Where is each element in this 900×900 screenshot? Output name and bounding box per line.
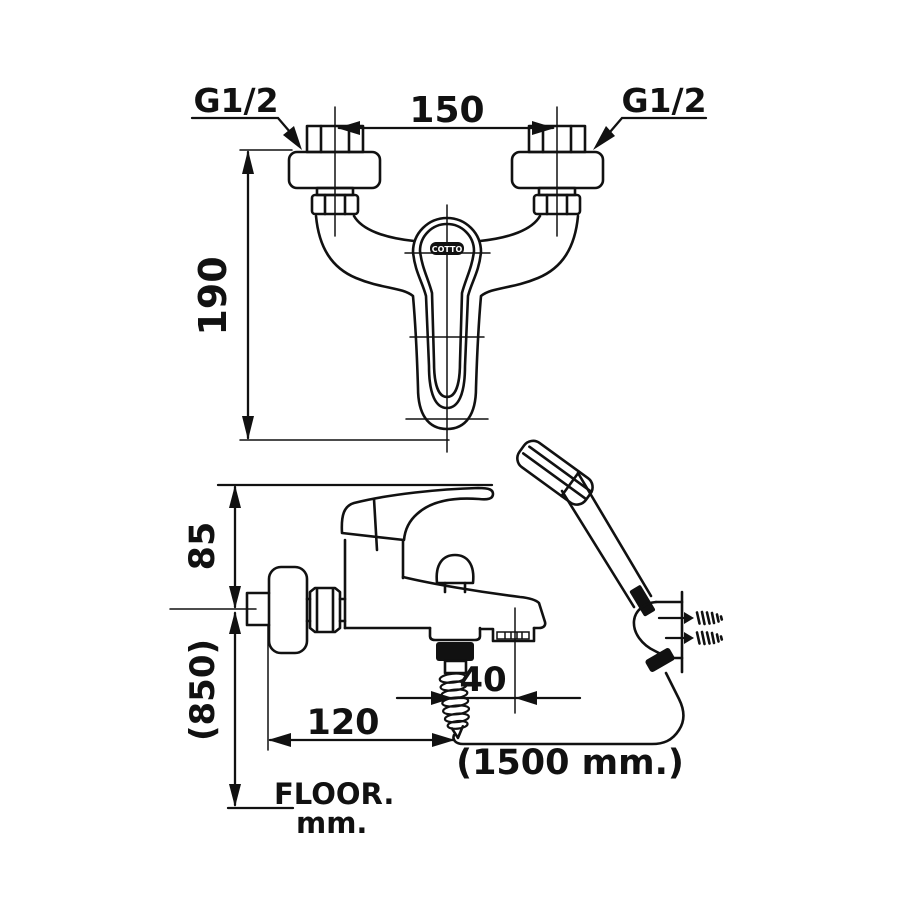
wall-screw-icon-bottom — [664, 630, 724, 646]
floor-label: FLOOR. — [274, 777, 394, 811]
aerator-screen — [496, 631, 530, 640]
wall-pipe-stub — [245, 591, 271, 627]
brand-logo-text: COTTO — [432, 245, 463, 254]
right-lower-hex-facets — [545, 193, 569, 216]
shower-hose — [452, 671, 685, 746]
brand-logo: COTTO — [430, 242, 464, 255]
dim-85-label: 85 — [183, 522, 223, 571]
shower-handle-edge-2 — [560, 489, 636, 609]
body-top-edge-left — [352, 214, 416, 243]
thread-label-left: G1/2 — [190, 81, 302, 150]
dimension-150: 150 — [337, 90, 555, 135]
outlet-adapter — [428, 626, 482, 642]
pipe-segments — [305, 597, 347, 623]
hose-coupling-nut — [645, 648, 675, 672]
wall-escutcheon — [267, 565, 309, 655]
side-hex-nut — [308, 586, 342, 634]
g12-right-text: G1/2 — [621, 81, 706, 120]
hand-shower: (1500 mm.) — [452, 439, 724, 783]
left-lower-hex — [310, 193, 360, 216]
side-hex-facets — [315, 587, 335, 633]
lever-front-edge — [372, 497, 379, 552]
g12-right-leader — [608, 116, 708, 134]
floor-reference: FLOOR. mm. — [226, 777, 394, 840]
hose-length-label: (1500 mm.) — [456, 743, 684, 783]
g12-right-arrow — [593, 126, 615, 150]
dimension-120: 120 — [267, 624, 455, 751]
dimension-85: 85 — [183, 485, 241, 609]
left-lower-hex-facets — [323, 193, 347, 216]
spout-aerator-box — [478, 626, 536, 643]
unit-label: mm. — [296, 806, 367, 840]
g12-left-arrow — [283, 126, 302, 150]
right-wall-union — [510, 124, 605, 216]
dimension-40: 40 — [395, 607, 582, 714]
thread-label-right: G1/2 — [593, 81, 708, 150]
left-wall-union — [287, 124, 382, 216]
dim-190-label: 190 — [191, 256, 235, 335]
side-view: 85 (850) FLOOR. mm. 120 — [169, 483, 582, 840]
dim-850-label: (850) — [183, 639, 223, 741]
dim-150-label: 150 — [409, 90, 484, 131]
hose-nut — [436, 642, 474, 661]
shower-handle-edge-1 — [576, 471, 653, 598]
front-view: COTTO 150 G1/2 G1/2 190 — [190, 81, 708, 453]
right-lower-hex — [532, 193, 582, 216]
body-outline — [314, 214, 580, 431]
g12-left-text: G1/2 — [193, 81, 278, 120]
handle-coupling — [629, 585, 655, 617]
body-top-edge-right — [478, 214, 542, 243]
hose-spring — [438, 672, 471, 740]
dome-inner — [418, 222, 476, 399]
g12-left-leader — [190, 116, 292, 134]
lever-handle — [340, 486, 495, 542]
dimension-850: (850) — [183, 611, 241, 807]
wall-screw-icon-top — [657, 610, 724, 626]
dim-40-label: 40 — [459, 660, 506, 700]
dim-120-label: 120 — [306, 703, 379, 743]
dome-outer — [411, 216, 483, 410]
dimension-190: 190 — [191, 149, 450, 441]
shower-head — [516, 439, 594, 506]
spout-top — [401, 575, 547, 630]
